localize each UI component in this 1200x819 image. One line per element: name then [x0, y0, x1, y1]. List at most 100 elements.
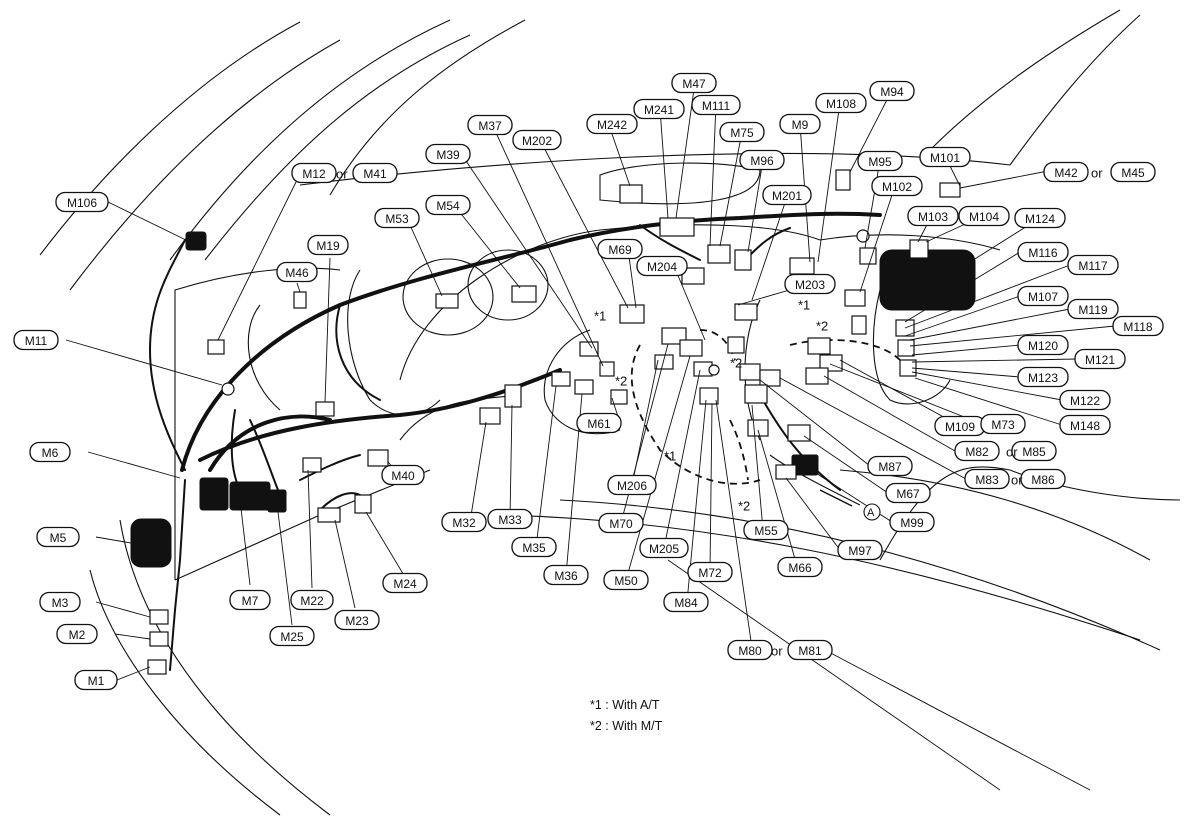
label-box — [1017, 241, 1069, 263]
label-box — [777, 556, 823, 578]
label-box — [787, 639, 833, 661]
label-box — [636, 255, 688, 277]
label-box — [598, 512, 644, 534]
label-text: M54 — [436, 199, 460, 213]
label-box — [1017, 285, 1069, 307]
label-m33: M33 — [487, 508, 533, 530]
legend-notes: *1 : With A/T *2 : With M/T — [590, 698, 663, 733]
label-m242: M242 — [586, 113, 638, 135]
label-text: M72 — [698, 566, 722, 580]
label-box — [425, 194, 471, 216]
label-box — [779, 113, 821, 135]
label-text: M22 — [300, 594, 324, 608]
label-box — [307, 234, 349, 256]
label-text: M32 — [452, 516, 476, 530]
label-box — [687, 561, 733, 583]
label-m148: M148 — [1059, 414, 1111, 436]
label-text: M24 — [393, 577, 417, 591]
label-text: M122 — [1070, 394, 1100, 408]
label-box — [719, 121, 765, 143]
label-box — [815, 92, 867, 114]
or-connector-word: or — [1091, 166, 1103, 181]
label-text: M124 — [1025, 212, 1055, 226]
label-m241: M241 — [633, 98, 685, 120]
label-box — [633, 98, 685, 120]
label-text: M108 — [826, 97, 856, 111]
label-m108: M108 — [815, 92, 867, 114]
label-text: M83 — [975, 473, 999, 487]
mark-star-2: *2 — [816, 319, 828, 334]
label-text: M23 — [345, 614, 369, 628]
label-text: M102 — [882, 180, 912, 194]
label-m1: M1 — [74, 669, 118, 691]
label-m11: M11 — [13, 329, 59, 351]
label-box — [1059, 414, 1111, 436]
label-box — [269, 625, 315, 647]
label-m40: M40 — [381, 464, 425, 486]
label-text: M47 — [682, 77, 706, 91]
label-m204: M204 — [636, 255, 688, 277]
label-text: M87 — [878, 460, 902, 474]
label-text: M12 — [302, 167, 326, 181]
label-m2: M2 — [56, 623, 98, 645]
label-box — [919, 146, 971, 168]
label-box — [1112, 315, 1164, 337]
label-box — [1067, 298, 1119, 320]
label-m72: M72 — [687, 561, 733, 583]
label-m84: M84 — [663, 591, 709, 613]
label-text: M119 — [1078, 303, 1107, 317]
label-m45: M45 — [1110, 161, 1156, 183]
label-m203: M203 — [784, 273, 836, 295]
label-m107: M107 — [1017, 285, 1069, 307]
label-box — [374, 207, 420, 229]
label-m39: M39 — [425, 143, 471, 165]
label-box — [381, 464, 425, 486]
label-box — [543, 564, 589, 586]
label-m117: M117 — [1067, 254, 1119, 276]
label-box — [291, 162, 337, 184]
label-box — [352, 162, 398, 184]
label-text: M1 — [88, 674, 105, 688]
label-m119: M119 — [1067, 298, 1119, 320]
label-text: M101 — [930, 151, 960, 165]
label-text: M11 — [25, 334, 48, 348]
label-text: M241 — [644, 103, 674, 117]
label-box — [276, 261, 318, 283]
mark-a: A — [867, 507, 875, 519]
label-m111: M111 — [691, 94, 741, 116]
leader-lines — [65, 81, 1116, 791]
label-m3: M3 — [39, 591, 81, 613]
label-box — [586, 113, 638, 135]
label-m104: M104 — [958, 205, 1010, 227]
label-text: M84 — [674, 596, 698, 610]
label-box — [958, 205, 1010, 227]
label-box — [487, 508, 533, 530]
label-m9: M9 — [779, 113, 821, 135]
label-text: M46 — [285, 266, 309, 280]
label-text: M121 — [1085, 353, 1115, 367]
label-box — [1059, 389, 1111, 411]
label-text: M94 — [880, 85, 904, 99]
label-text: M66 — [788, 561, 812, 575]
label-m5: M5 — [36, 526, 80, 548]
label-m70: M70 — [598, 512, 644, 534]
label-text: M103 — [918, 210, 948, 224]
label-text: M116 — [1028, 246, 1057, 260]
label-box — [425, 143, 471, 165]
label-text: M109 — [945, 420, 975, 434]
label-box — [867, 455, 913, 477]
label-text: M50 — [614, 574, 638, 588]
label-m116: M116 — [1017, 241, 1069, 263]
label-box — [727, 639, 773, 661]
label-m24: M24 — [382, 572, 428, 594]
label-m86: M86 — [1020, 468, 1066, 490]
label-box — [954, 440, 1000, 462]
label-box — [739, 149, 785, 171]
label-text: M123 — [1028, 371, 1058, 385]
label-box — [1017, 366, 1069, 388]
label-m206: M206 — [607, 474, 657, 496]
or-connector-word: or — [771, 644, 783, 659]
label-m53: M53 — [374, 207, 420, 229]
label-box — [1043, 161, 1089, 183]
label-m205: M205 — [639, 537, 689, 559]
